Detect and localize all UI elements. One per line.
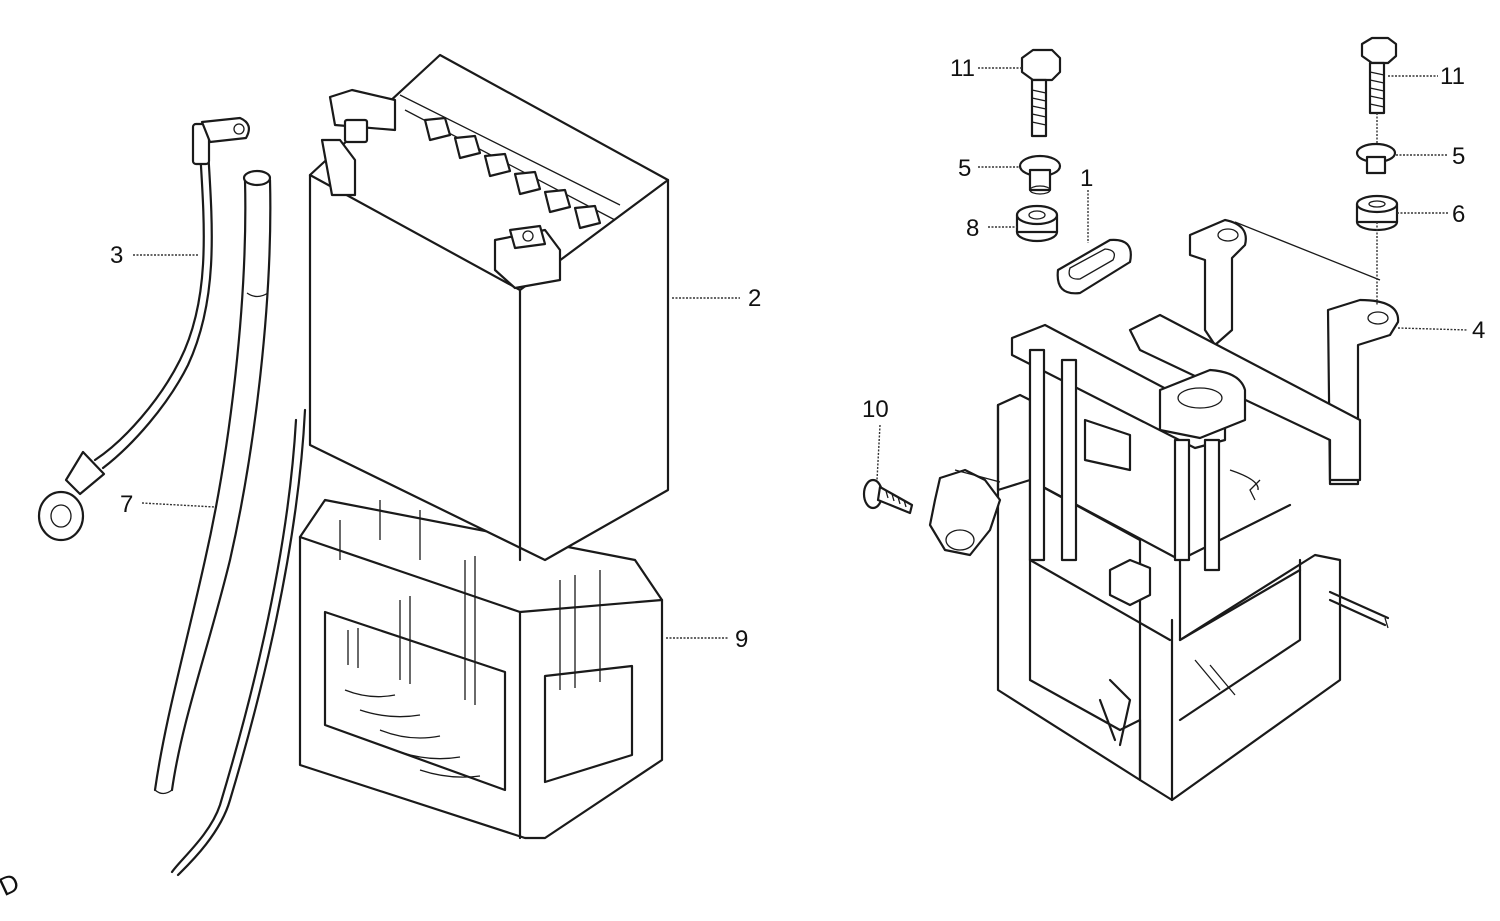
bolt-right [1360,36,1398,115]
callout-11-right: 11 [1440,63,1465,90]
callout-5-left: 5 [958,155,971,182]
battery-holder-frame [928,313,1390,802]
callout-5-right: 5 [1452,143,1465,170]
collar-right [1355,142,1397,175]
callout-3: 3 [110,242,123,269]
battery-tray [298,498,664,840]
callout-11-left: 11 [950,55,975,82]
corner-mark: D [0,867,24,902]
callout-8: 8 [966,215,979,242]
bolt-left [1020,48,1062,138]
battery [308,53,670,562]
callout-7: 7 [120,491,133,518]
grommet-right [1355,194,1399,232]
rubber-cushion [1056,238,1132,295]
callout-1: 1 [1080,165,1093,192]
rubber-grommet [1015,204,1059,243]
callout-6: 6 [1452,201,1465,228]
leader-lines [133,67,1469,639]
callout-10: 10 [862,396,889,423]
callout-2: 2 [748,285,761,312]
breather-tube [153,169,307,877]
ground-cable [37,116,251,542]
collar-left [1018,154,1062,195]
callout-9: 9 [735,626,748,653]
callout-4: 4 [1472,317,1485,344]
screw [862,478,914,515]
